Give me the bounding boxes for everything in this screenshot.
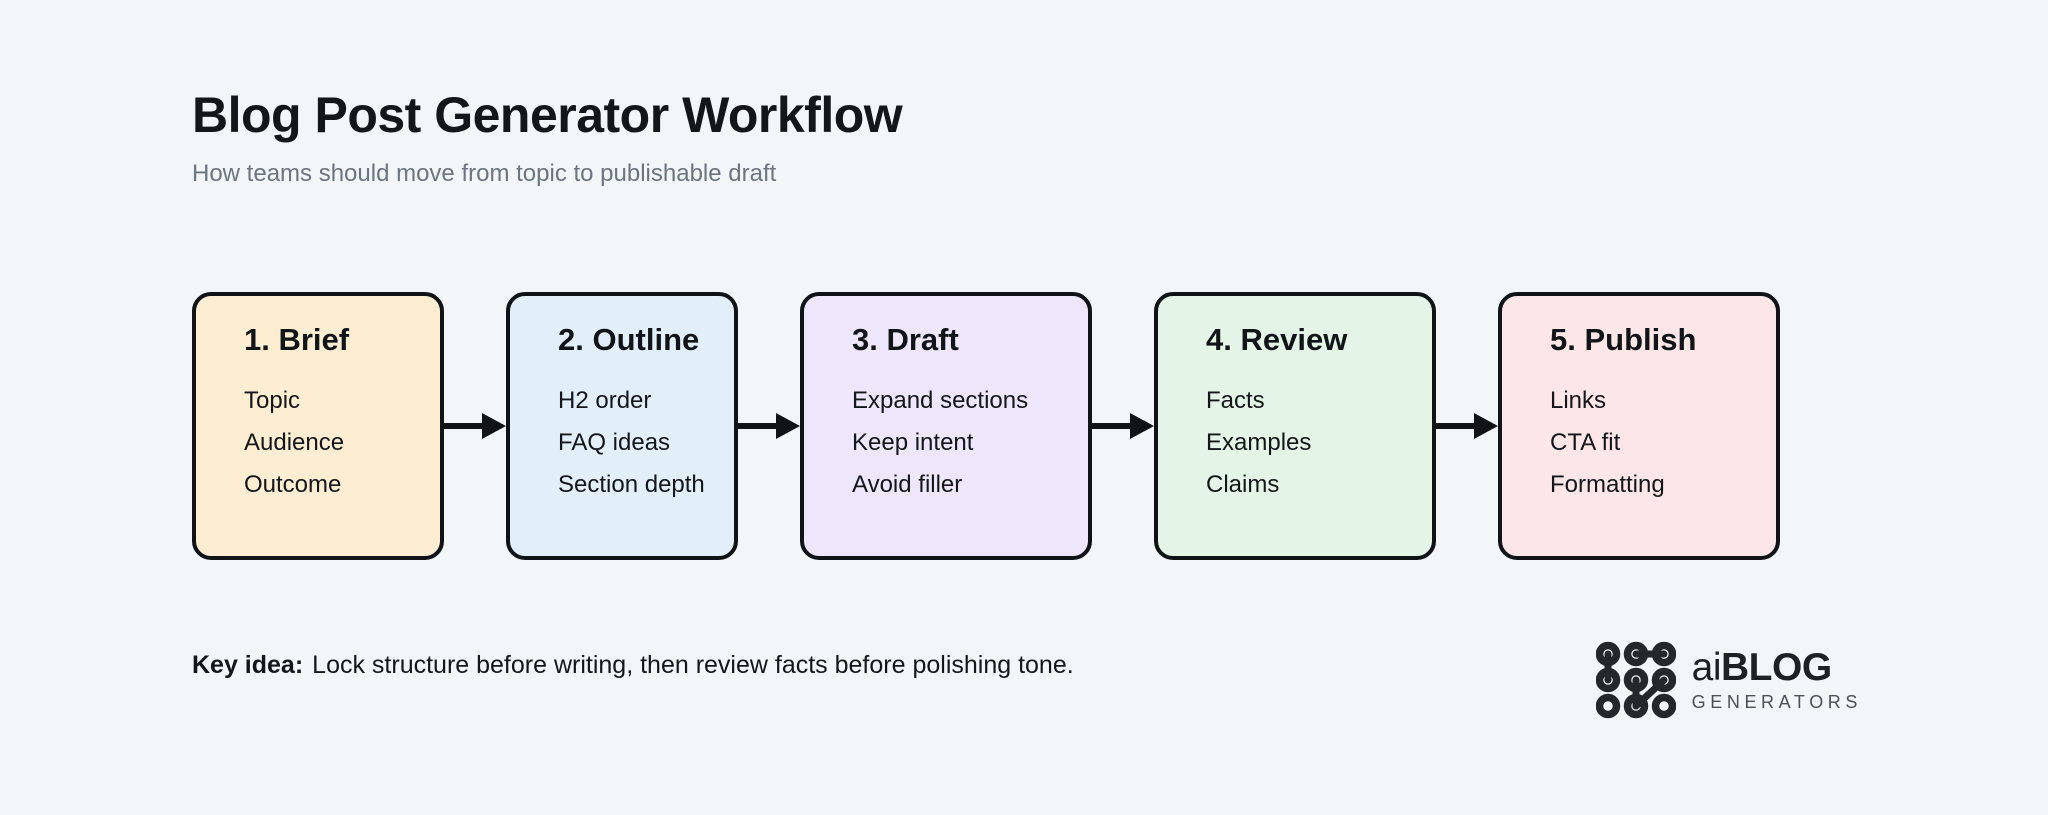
logo-wordmark: aiBLOG GENERATORS <box>1691 645 1862 713</box>
logo-word: aiBLOG <box>1691 645 1833 689</box>
step-item: Section depth <box>558 470 705 498</box>
key-idea-label: Key idea: <box>192 651 304 679</box>
step-item: Expand sections <box>852 386 1029 414</box>
step-item: Keep intent <box>852 428 974 456</box>
step-item: CTA fit <box>1550 428 1621 456</box>
step-card-outline[interactable]: 2. Outline H2 order FAQ ideas Section de… <box>506 292 738 560</box>
connector-arrow-3 <box>1092 292 1154 560</box>
header: Blog Post Generator Workflow How teams s… <box>192 88 1692 189</box>
footer: Key idea: Lock structure before writing, … <box>192 640 1862 750</box>
logo-word-ai: ai <box>1691 645 1722 689</box>
brand-logo: aiBLOG GENERATORS <box>1595 640 1862 720</box>
step-title: 2. Outline <box>558 322 700 357</box>
logo-tagline: GENERATORS <box>1691 691 1862 712</box>
step-item: Topic <box>244 386 301 414</box>
logo-word-blog: BLOG <box>1721 645 1832 689</box>
step-card-publish[interactable]: 5. Publish Links CTA fit Formatting <box>1498 292 1780 560</box>
step-title: 4. Review <box>1206 322 1348 357</box>
step-item-list: Expand sections Keep intent Avoid filler <box>852 380 1088 506</box>
step-card-review[interactable]: 4. Review Facts Examples Claims <box>1154 292 1436 560</box>
step-card-draft[interactable]: 3. Draft Expand sections Keep intent Avo… <box>800 292 1092 560</box>
arrow-right-icon <box>738 413 800 439</box>
page-title: Blog Post Generator Workflow <box>192 87 903 143</box>
connector-arrow-2 <box>738 292 800 560</box>
step-item: H2 order <box>558 386 652 414</box>
arrow-right-icon <box>1092 413 1154 439</box>
step-item-list: Facts Examples Claims <box>1206 380 1432 506</box>
step-item-list: Links CTA fit Formatting <box>1550 380 1776 506</box>
connector-arrow-1 <box>444 292 506 560</box>
step-item: Outcome <box>244 470 342 498</box>
step-item: Examples <box>1206 428 1312 456</box>
key-idea-line: Key idea: Lock structure before writing, … <box>192 651 1074 680</box>
arrow-right-icon <box>1436 413 1498 439</box>
connector-arrow-4 <box>1436 292 1498 560</box>
step-item: Audience <box>244 428 345 456</box>
step-item: Avoid filler <box>852 470 963 498</box>
step-title: 3. Draft <box>852 322 959 357</box>
step-item: FAQ ideas <box>558 428 671 456</box>
step-item: Formatting <box>1550 470 1665 498</box>
key-idea-text: Lock structure before writing, then revi… <box>312 651 1074 679</box>
node-grid-logo-icon <box>1595 641 1676 719</box>
step-title: 5. Publish <box>1550 322 1697 357</box>
page-subtitle: How teams should move from topic to publ… <box>192 160 777 187</box>
step-item: Facts <box>1206 386 1265 414</box>
step-title: 1. Brief <box>244 322 350 357</box>
step-card-brief[interactable]: 1. Brief Topic Audience Outcome <box>192 292 444 560</box>
step-item-list: H2 order FAQ ideas Section depth <box>558 380 734 506</box>
step-item: Links <box>1550 386 1607 414</box>
step-item-list: Topic Audience Outcome <box>244 380 440 506</box>
step-item: Claims <box>1206 470 1280 498</box>
workflow-flow: 1. Brief Topic Audience Outcome 2. Outli… <box>192 292 1862 562</box>
arrow-right-icon <box>444 413 506 439</box>
